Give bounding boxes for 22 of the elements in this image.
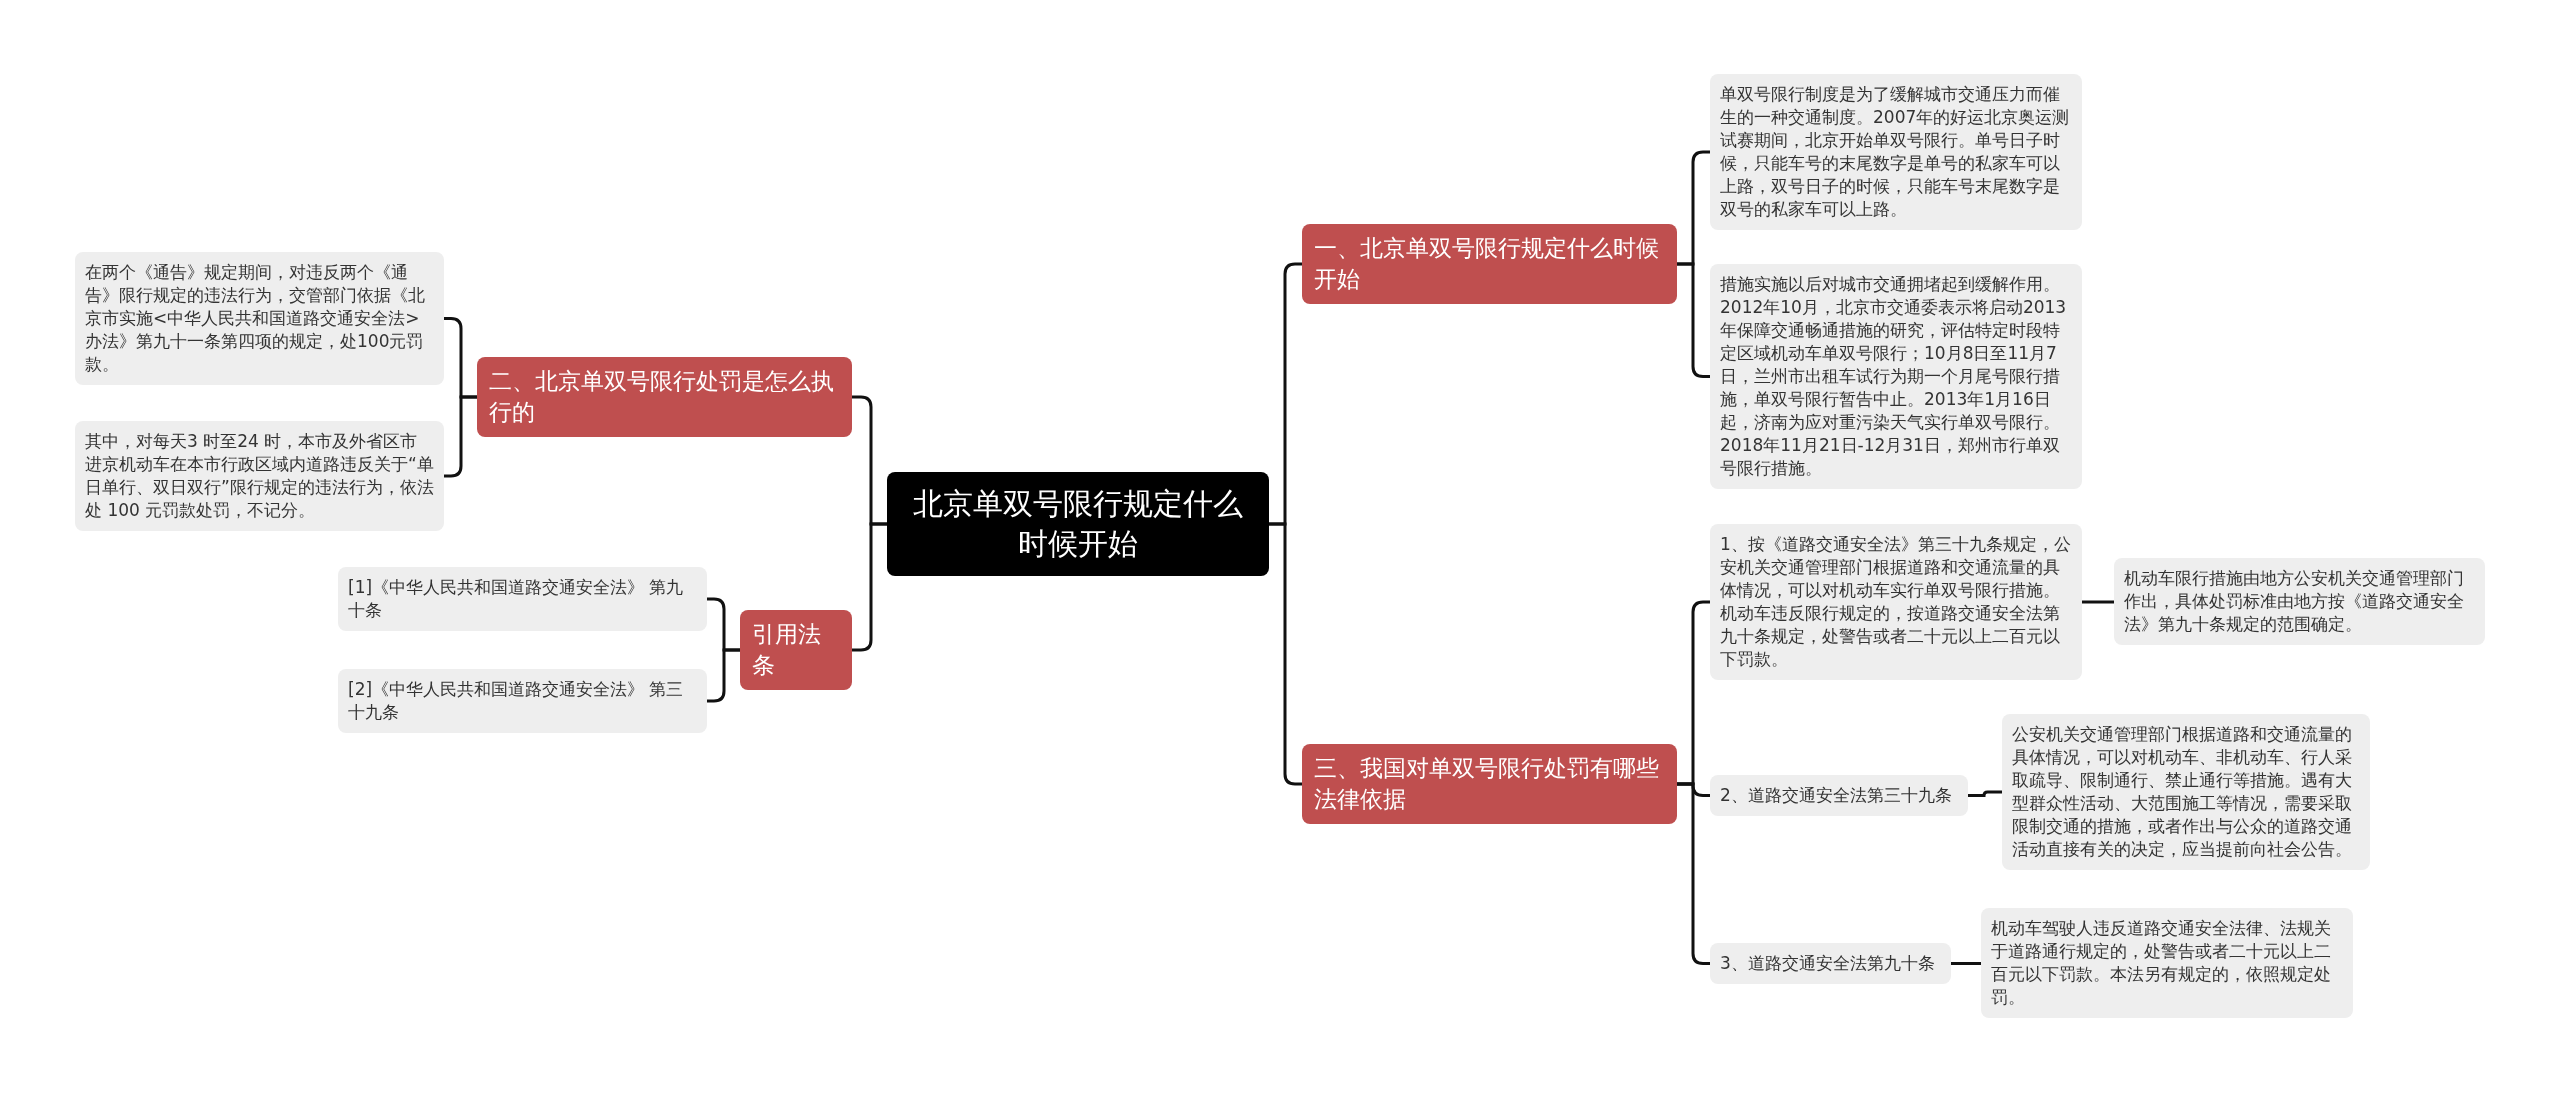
connector-line	[852, 522, 887, 652]
connector-line	[1968, 790, 2002, 797]
note-box: 单双号限行制度是为了缓解城市交通压力而催生的一种交通制度。2007年的好运北京奥运测试赛期间，北京开始单双号限行。单号日子时候，只能车号的末尾数字是单号的私家车可以上路，双号日子的时候，只能车号末尾数字是双号的私家车可以上路。	[1710, 74, 2082, 230]
note-box: 机动车限行措施由地方公安机关交通管理部门作出，具体处罚标准由地方按《道路交通安全法》第九十条规定的范围确定。	[2114, 557, 2485, 645]
topic-box: 二、北京单双号限行处罚是怎么执行的	[477, 357, 852, 437]
central-topic-box: 北京单双号限行规定什么时候开始	[887, 472, 1269, 576]
note-box: [2]《中华人民共和国道路交通安全法》 第三十九条	[338, 669, 707, 733]
note-box: 在两个《通告》规定期间，对违反两个《通告》限行规定的违法行为，交管部门依据《北京市实施<中华人民共和国道路交通安全法>办法》第九十一条第四项的规定，处100元罚款。	[75, 251, 444, 385]
note-box: 3、道路交通安全法第九十条	[1710, 942, 1951, 984]
topic-box: 三、我国对单双号限行处罚有哪些法律依据	[1302, 744, 1677, 824]
topic-box: 引用法条	[740, 610, 852, 690]
note-box: 措施实施以后对城市交通拥堵起到缓解作用。2012年10月，北京市交通委表示将启动2013年保障交通畅通措施的研究，评估特定时段特定区域机动车单双号限行；10月8日至11月7日，兰州市出租车试行为期一个月尾号限行措施，单双号限行暂告中止。2013年1月16日起，济南为应对重污染天气实行单双号限行。2018年11月21日-12月31日，郑州市行单双号限行措施。	[1710, 263, 2082, 489]
note-box: 公安机关交通管理部门根据道路和交通流量的具体情况，可以对机动车、非机动车、行人采取疏导、限制通行、禁止通行等措施。遇有大型群众性活动、大范围施工等情况，需要采取限制交通的措施，或者作出与公众的道路交通活动直接有关的决定，应当提前向社会公告。	[2002, 714, 2370, 870]
note-box: [1]《中华人民共和国道路交通安全法》 第九十条	[338, 567, 707, 631]
topic-box: 一、北京单双号限行规定什么时候开始	[1302, 224, 1677, 304]
connector-line	[1951, 962, 1981, 965]
note-box: 机动车驾驶人违反道路交通安全法律、法规关于道路通行规定的，处警告或者二十元以上二百元以下罚款。本法另有规定的，依照规定处罚。	[1981, 908, 2353, 1018]
connector-line	[707, 648, 740, 703]
note-box: 1、按《道路交通安全法》第三十九条规定，公安机关交通管理部门根据道路和交通流量的具体情况，可以对机动车实行单双号限行措施。机动车违反限行规定的，按道路交通安全法第九十条规定，处警告或者二十元以上二百元以下罚款。	[1710, 524, 2082, 680]
note-box: 其中，对每天3 时至24 时，本市及外省区市进京机动车在本市行政区域内道路违反关于“单日单行、双日双行”限行规定的违法行为，依法处 100 元罚款处罚，不记分。	[75, 421, 444, 531]
note-box: 2、道路交通安全法第三十九条	[1710, 774, 1968, 816]
connector-line	[2082, 600, 2114, 604]
